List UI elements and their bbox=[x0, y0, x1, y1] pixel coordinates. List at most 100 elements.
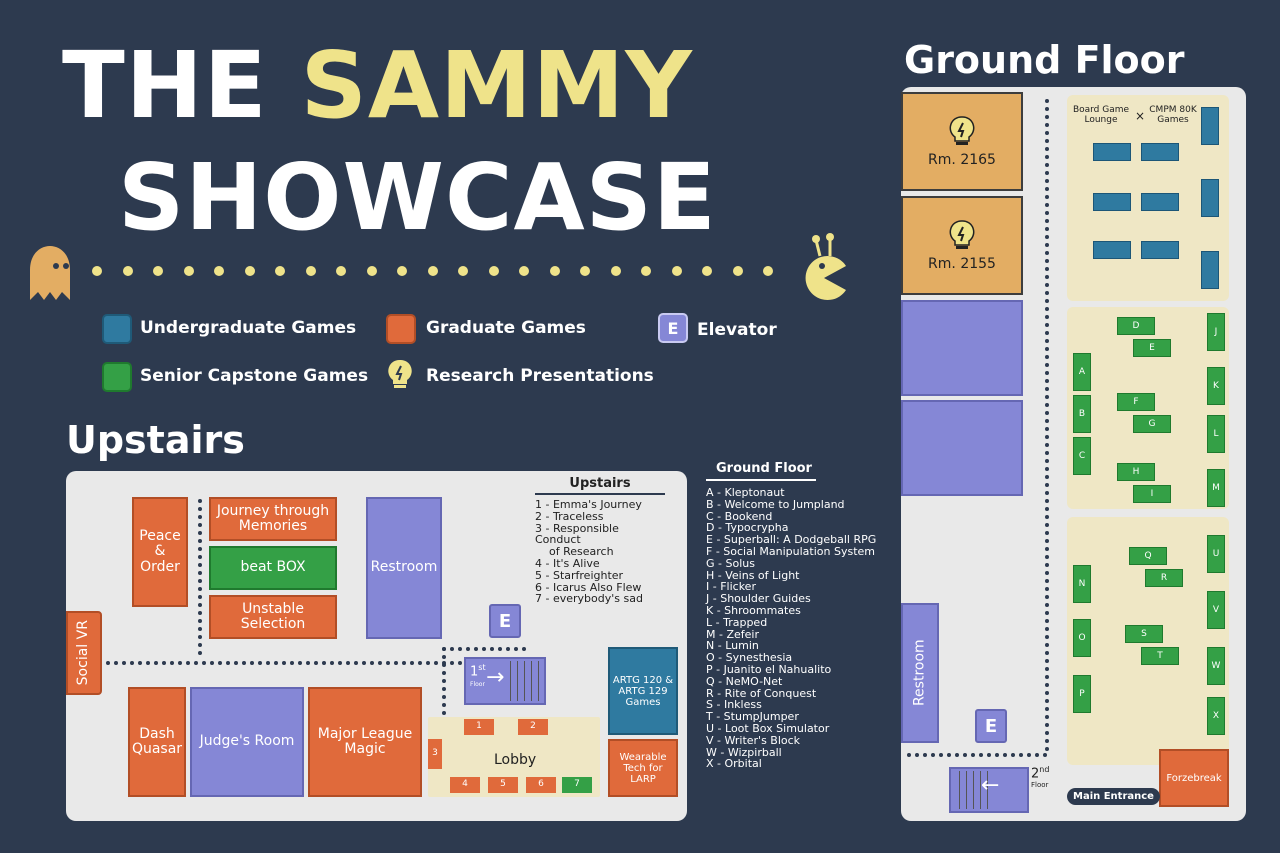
elevator-ground[interactable]: E bbox=[975, 709, 1007, 743]
room-unstable[interactable]: Unstable Selection bbox=[209, 595, 337, 639]
path-dot bbox=[1045, 387, 1049, 391]
room-peace-order[interactable]: Peace & Order bbox=[132, 497, 188, 607]
game-G[interactable]: G bbox=[1133, 415, 1171, 433]
room-2165[interactable]: Rm. 2165 bbox=[901, 92, 1023, 191]
game-K[interactable]: K bbox=[1207, 367, 1225, 405]
game-W[interactable]: W bbox=[1207, 647, 1225, 685]
room-wearable[interactable]: Wearable Tech for LARP bbox=[608, 739, 678, 797]
path-dot bbox=[498, 647, 502, 651]
room-artg[interactable]: ARTG 120 & ARTG 129 Games bbox=[608, 647, 678, 735]
pac-dot bbox=[244, 266, 255, 276]
undergrad-table bbox=[1141, 193, 1179, 211]
room-journey[interactable]: Journey through Memories bbox=[209, 497, 337, 541]
lobby-table[interactable]: 7 bbox=[562, 777, 592, 793]
game-J[interactable]: J bbox=[1207, 313, 1225, 351]
upstairs-list-item: 4 - It's Alive bbox=[535, 556, 600, 570]
path-dot bbox=[418, 661, 422, 665]
pac-dot bbox=[336, 266, 346, 276]
undergrad-table bbox=[1201, 251, 1219, 289]
game-P[interactable]: P bbox=[1073, 675, 1091, 713]
lobby-table[interactable]: 4 bbox=[450, 777, 480, 793]
stairs-sup: st bbox=[478, 663, 486, 672]
game-A[interactable]: A bbox=[1073, 353, 1091, 391]
game-M[interactable]: M bbox=[1207, 469, 1225, 507]
path-dot bbox=[210, 661, 214, 665]
game-Q[interactable]: Q bbox=[1129, 547, 1167, 565]
game-H[interactable]: H bbox=[1117, 463, 1155, 481]
ground-list-item: P - Juanito el Nahualito bbox=[706, 662, 832, 676]
game-R[interactable]: R bbox=[1145, 569, 1183, 587]
room-2155[interactable]: Rm. 2155 bbox=[901, 196, 1023, 295]
room-purple-1[interactable] bbox=[901, 300, 1023, 396]
path-dot bbox=[198, 595, 202, 599]
path-dot bbox=[198, 627, 202, 631]
room-social-vr[interactable]: Social VR bbox=[66, 611, 102, 695]
room-restroom-ground[interactable]: Restroom bbox=[901, 603, 939, 743]
path-dot bbox=[1045, 155, 1049, 159]
path-dot bbox=[1045, 187, 1049, 191]
path-dot bbox=[1045, 555, 1049, 559]
game-I[interactable]: I bbox=[1133, 485, 1171, 503]
ground-list-item: N - Lumin bbox=[706, 639, 759, 653]
path-dot bbox=[198, 499, 202, 503]
main-entrance-button[interactable]: Main Entrance bbox=[1067, 788, 1160, 805]
path-dot bbox=[1045, 259, 1049, 263]
path-dot bbox=[378, 661, 382, 665]
room-restroom-up[interactable]: Restroom bbox=[366, 497, 442, 639]
path-dot bbox=[1045, 203, 1049, 207]
lobby-table[interactable]: 5 bbox=[488, 777, 518, 793]
path-dot bbox=[1045, 163, 1049, 167]
ghost-icon bbox=[26, 244, 74, 306]
room-forzebreak[interactable]: Forzebreak bbox=[1159, 749, 1229, 807]
game-S[interactable]: S bbox=[1125, 625, 1163, 643]
path-dot bbox=[346, 661, 350, 665]
path-dot bbox=[522, 647, 526, 651]
path-dot bbox=[1045, 251, 1049, 255]
path-dot bbox=[1045, 443, 1049, 447]
stairs-2nd[interactable]: ← bbox=[949, 767, 1029, 813]
lobby-table[interactable]: 3 bbox=[428, 739, 442, 769]
game-B[interactable]: B bbox=[1073, 395, 1091, 433]
game-T[interactable]: T bbox=[1141, 647, 1179, 665]
room-judges[interactable]: Judge's Room bbox=[190, 687, 304, 797]
elevator-up[interactable]: E bbox=[489, 604, 521, 638]
room-major-league[interactable]: Major League Magic bbox=[308, 687, 422, 797]
path-dot bbox=[386, 661, 390, 665]
game-U[interactable]: U bbox=[1207, 535, 1225, 573]
game-E[interactable]: E bbox=[1133, 339, 1171, 357]
game-X[interactable]: X bbox=[1207, 697, 1225, 735]
lobby-table[interactable]: 6 bbox=[526, 777, 556, 793]
path-dot bbox=[947, 753, 951, 757]
room-beatbox[interactable]: beat BOX bbox=[209, 546, 337, 590]
path-dot bbox=[114, 661, 118, 665]
path-dot bbox=[198, 643, 202, 647]
game-C[interactable]: C bbox=[1073, 437, 1091, 475]
game-L[interactable]: L bbox=[1207, 415, 1225, 453]
game-D[interactable]: D bbox=[1117, 317, 1155, 335]
path-dot bbox=[162, 661, 166, 665]
room-dash-quasar[interactable]: Dash Quasar bbox=[128, 687, 186, 797]
path-dot bbox=[458, 647, 462, 651]
path-dot bbox=[1045, 267, 1049, 271]
game-O[interactable]: O bbox=[1073, 619, 1091, 657]
lobby-table[interactable]: 1 bbox=[464, 719, 494, 735]
stairs-1st[interactable]: 1st Floor → bbox=[464, 657, 546, 705]
path-dot bbox=[1045, 339, 1049, 343]
room-purple-2[interactable] bbox=[901, 400, 1023, 496]
game-F[interactable]: F bbox=[1117, 393, 1155, 411]
path-dot bbox=[250, 661, 254, 665]
ground-list-item: F - Social Manipulation System bbox=[706, 544, 875, 558]
game-V[interactable]: V bbox=[1207, 591, 1225, 629]
lobby-table[interactable]: 2 bbox=[518, 719, 548, 735]
path-dot bbox=[1045, 379, 1049, 383]
stairs-sup: nd bbox=[1039, 765, 1050, 774]
game-N[interactable]: N bbox=[1073, 565, 1091, 603]
path-dot bbox=[1045, 347, 1049, 351]
path-dot bbox=[1045, 315, 1049, 319]
undergrad-table bbox=[1093, 241, 1131, 259]
path-dot bbox=[1045, 363, 1049, 367]
ground-list-item: J - Shoulder Guides bbox=[706, 592, 811, 606]
path-dot bbox=[178, 661, 182, 665]
path-dot bbox=[1045, 715, 1049, 719]
